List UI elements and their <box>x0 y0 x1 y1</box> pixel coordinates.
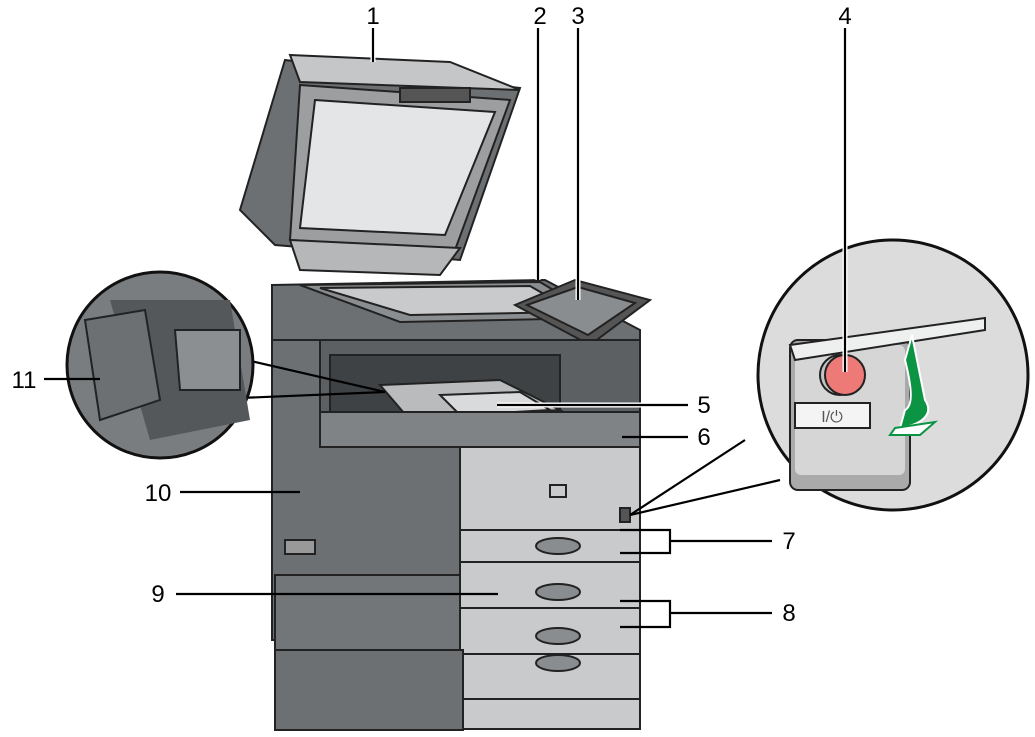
leader-lines <box>44 28 848 629</box>
callout-1: 1 <box>366 3 379 30</box>
callout-11: 11 <box>12 367 37 394</box>
callout-2: 2 <box>533 3 546 30</box>
callout-8: 8 <box>782 600 795 627</box>
control-panel[interactable] <box>512 278 653 347</box>
callout-10: 10 <box>145 480 172 507</box>
power-switch-inset: I/⏻ <box>629 238 1030 517</box>
callout-9: 9 <box>151 581 164 608</box>
callout-3: 3 <box>571 3 584 30</box>
finisher-inset <box>65 270 386 460</box>
callout-6: 6 <box>697 424 710 451</box>
paper-trays <box>274 529 641 731</box>
open-cover-arrow-icon <box>898 334 930 430</box>
callout-4: 4 <box>838 3 851 30</box>
callout-5: 5 <box>697 392 710 419</box>
adf-document-feeder <box>238 53 522 277</box>
callout-7: 7 <box>782 528 795 555</box>
tray-3[interactable] <box>459 607 641 655</box>
power-switch-label: I/⏻ <box>821 409 843 426</box>
